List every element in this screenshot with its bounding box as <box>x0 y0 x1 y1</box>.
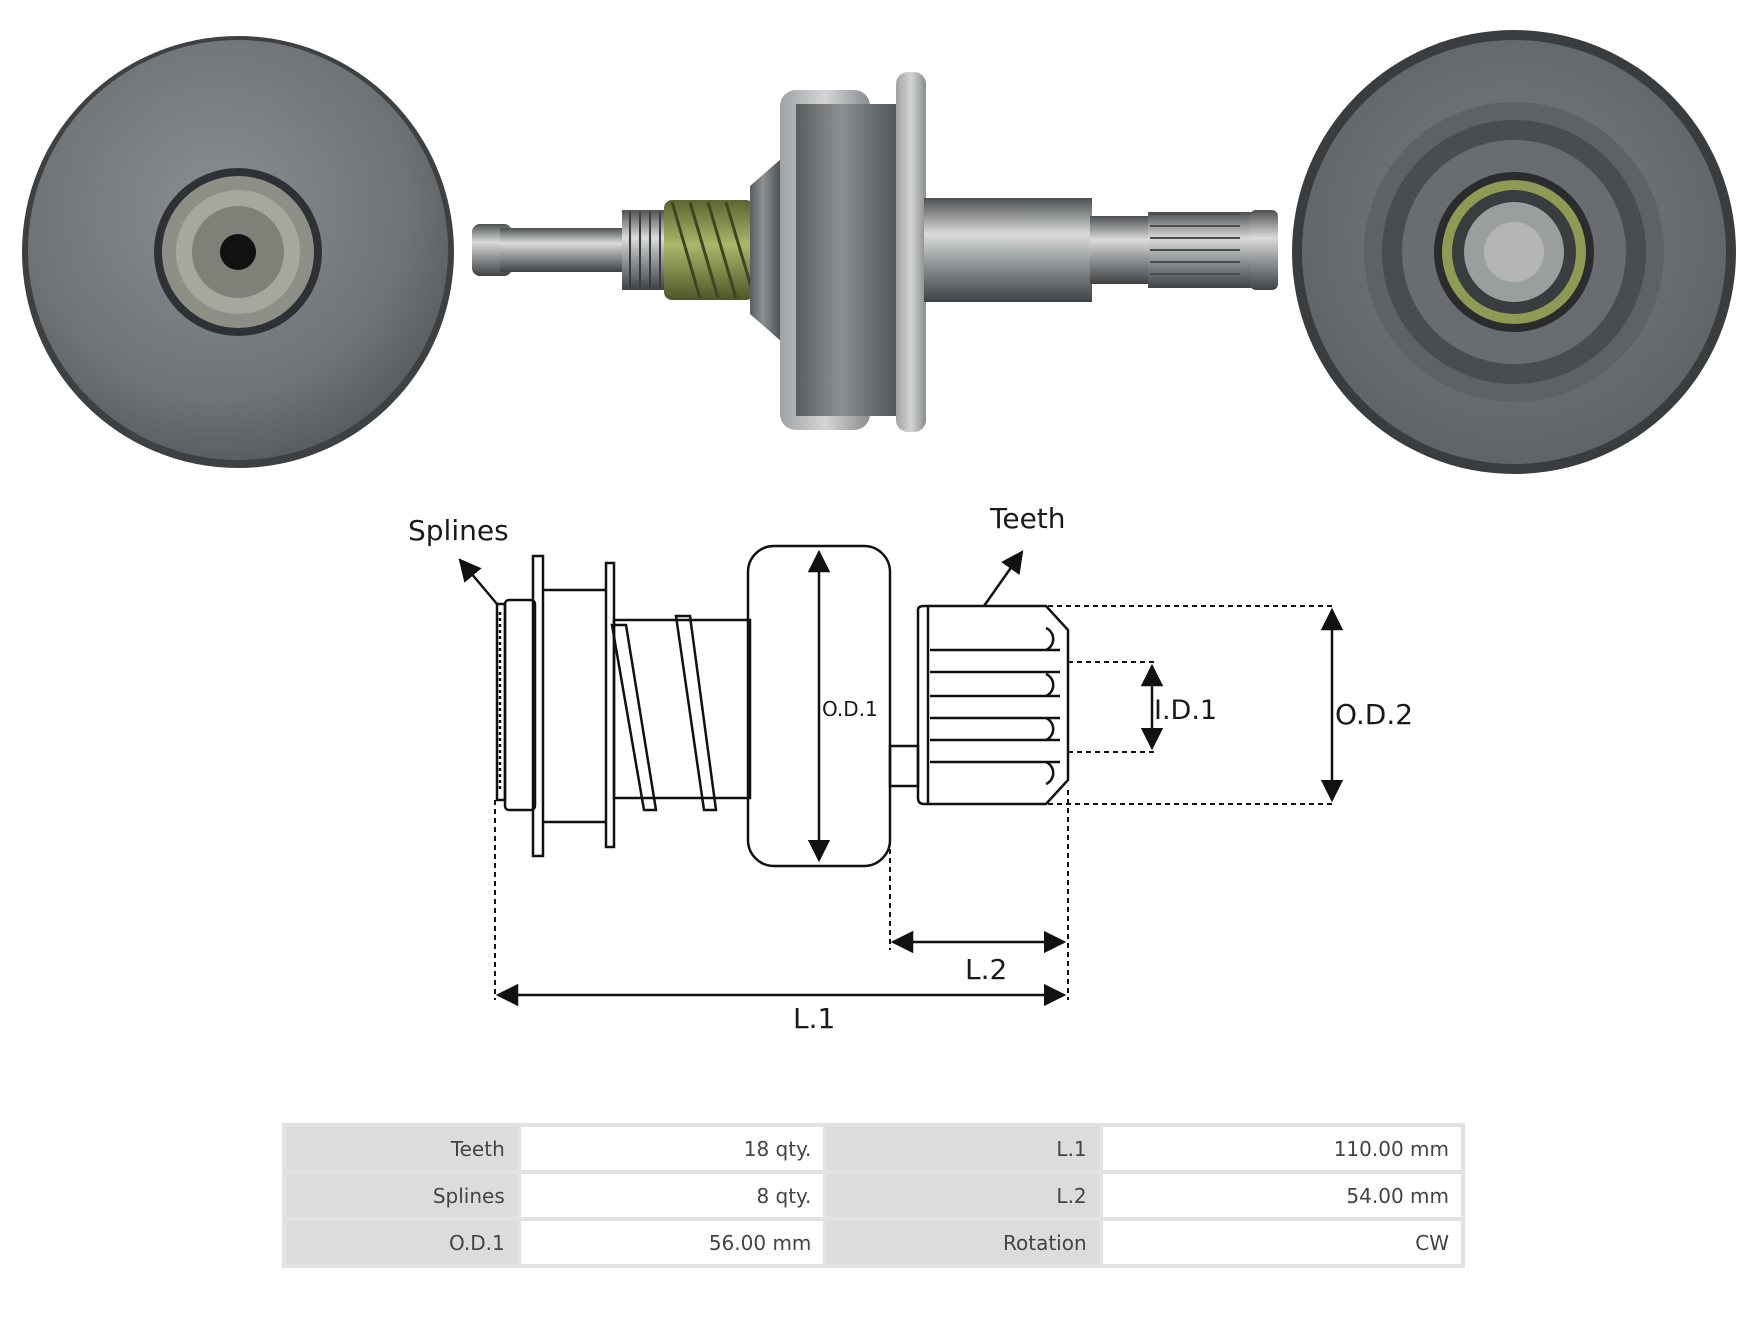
drive-outline <box>495 544 1070 868</box>
spec-value: 18 qty. <box>520 1127 824 1170</box>
spec-label: Teeth <box>286 1127 517 1170</box>
label-splines: Splines <box>408 514 509 547</box>
spec-label: Splines <box>286 1174 517 1217</box>
spec-value: 8 qty. <box>520 1174 824 1217</box>
spec-value: 56.00 mm <box>520 1221 824 1264</box>
spec-label: O.D.1 <box>286 1221 517 1264</box>
label-id1: I.D.1 <box>1154 695 1217 726</box>
technical-drawing: Splines Teeth O.D.1 I.D.1 O.D.2 L.2 L.1 <box>408 502 1413 1035</box>
label-od2: O.D.2 <box>1335 698 1413 731</box>
spec-label: L.1 <box>827 1127 1099 1170</box>
photo-end-view-right <box>1292 30 1736 474</box>
table-row: O.D.1 56.00 mm Rotation CW <box>286 1221 1461 1264</box>
dimension-arrows <box>458 549 1344 1007</box>
label-teeth: Teeth <box>989 502 1066 535</box>
label-l2: L.2 <box>965 953 1007 986</box>
product-photos <box>22 30 1736 474</box>
label-od1: O.D.1 <box>822 697 878 721</box>
table-row: Teeth 18 qty. L.1 110.00 mm <box>286 1127 1461 1170</box>
spec-label: L.2 <box>827 1174 1099 1217</box>
specs-table: Teeth 18 qty. L.1 110.00 mm Splines 8 qt… <box>282 1123 1465 1268</box>
spec-value: 54.00 mm <box>1102 1174 1461 1217</box>
photo-side-view <box>472 72 1278 432</box>
extension-lines <box>494 605 1335 1000</box>
spec-value: CW <box>1102 1221 1461 1264</box>
spec-label: Rotation <box>827 1221 1099 1264</box>
table-row: Splines 8 qty. L.2 54.00 mm <box>286 1174 1461 1217</box>
label-l1: L.1 <box>793 1002 835 1035</box>
photo-end-view-left <box>22 36 454 468</box>
spec-value: 110.00 mm <box>1102 1127 1461 1170</box>
